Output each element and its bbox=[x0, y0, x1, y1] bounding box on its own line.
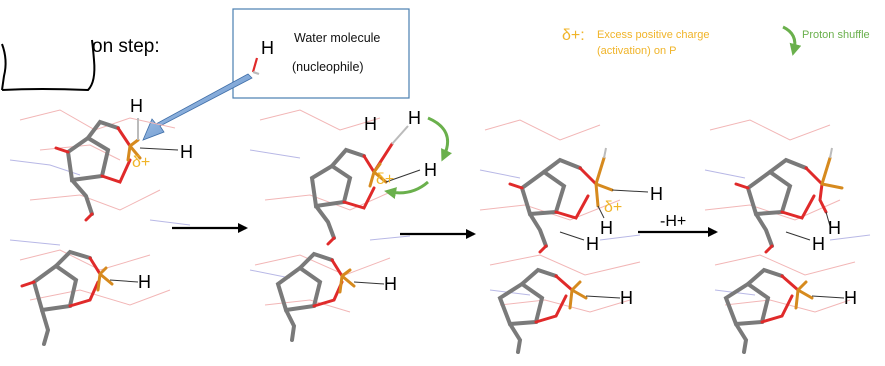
step-title-fragment: on step: bbox=[92, 36, 160, 57]
water-bond bbox=[251, 57, 259, 73]
water-callout-subtitle: (nucleophile) bbox=[292, 60, 364, 74]
h-atom-label: H bbox=[620, 288, 633, 308]
legend-delta-text-line2: (activation) on P bbox=[597, 45, 676, 57]
h-atom-label: H bbox=[600, 218, 613, 238]
h-atom-label: H bbox=[408, 108, 421, 128]
structure-3-bottom: H bbox=[497, 267, 633, 354]
legend-shuffle-arrow bbox=[782, 25, 802, 56]
proton-shuffle-arrow bbox=[384, 180, 429, 199]
callout-arrow bbox=[142, 73, 253, 141]
h-atom-label: H bbox=[828, 218, 841, 238]
h-atom-label: H bbox=[180, 142, 193, 162]
water-callout-box: H Water molecule (nucleophile) bbox=[232, 8, 410, 99]
h-atom-label: H bbox=[650, 184, 663, 204]
h-atom-label: H bbox=[812, 234, 825, 254]
delta-plus-label: δ+ bbox=[376, 171, 394, 188]
legend-delta-symbol: δ+: bbox=[562, 27, 585, 44]
h-atom-label: H bbox=[586, 234, 599, 254]
h-atom-label: H bbox=[424, 160, 437, 180]
h-atom-label: H bbox=[138, 272, 151, 292]
h-atom-label: H bbox=[364, 114, 377, 134]
handdrawn-bracket bbox=[1, 39, 96, 92]
minus-h-label: -H+ bbox=[660, 213, 686, 230]
structure-1-bottom: H bbox=[20, 249, 151, 346]
structure-3-top: H H H δ+ bbox=[508, 147, 663, 254]
structure-4-bottom: H bbox=[723, 267, 857, 354]
h-atom-label: H bbox=[844, 288, 857, 308]
delta-plus-label: δ+ bbox=[604, 199, 622, 216]
proton-shuffle-arrow bbox=[427, 116, 452, 162]
structure-2-bottom: H bbox=[275, 251, 397, 342]
legend-proton-shuffle: Proton shuffle bbox=[802, 29, 870, 41]
structure-2-top: H H H δ+ bbox=[309, 108, 452, 246]
h-atom-label: H bbox=[384, 274, 397, 294]
structure-1-top: H H δ+ bbox=[54, 96, 193, 222]
water-h-label: H bbox=[261, 38, 274, 58]
water-bond-h bbox=[252, 70, 260, 76]
water-callout-title: Water molecule bbox=[294, 31, 380, 45]
delta-plus-label: δ+ bbox=[132, 154, 150, 171]
h-atom-label: H bbox=[130, 96, 143, 116]
background-wireframe-blue bbox=[9, 149, 871, 296]
legend-delta-text-line1: Excess positive charge bbox=[597, 29, 710, 41]
structure-4-top: H H bbox=[734, 147, 844, 254]
